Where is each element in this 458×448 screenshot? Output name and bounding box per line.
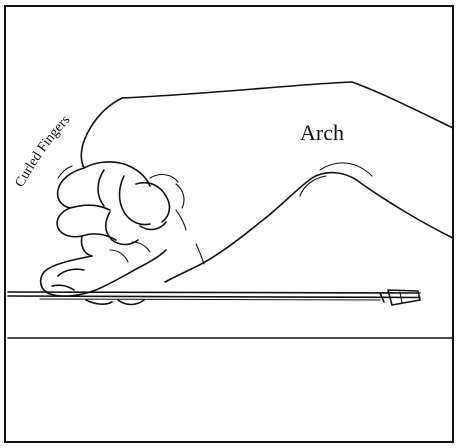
bow-stick <box>8 290 420 305</box>
image-border <box>5 6 453 442</box>
arch-label: Arch <box>300 120 344 145</box>
hand-drawing <box>41 82 453 305</box>
